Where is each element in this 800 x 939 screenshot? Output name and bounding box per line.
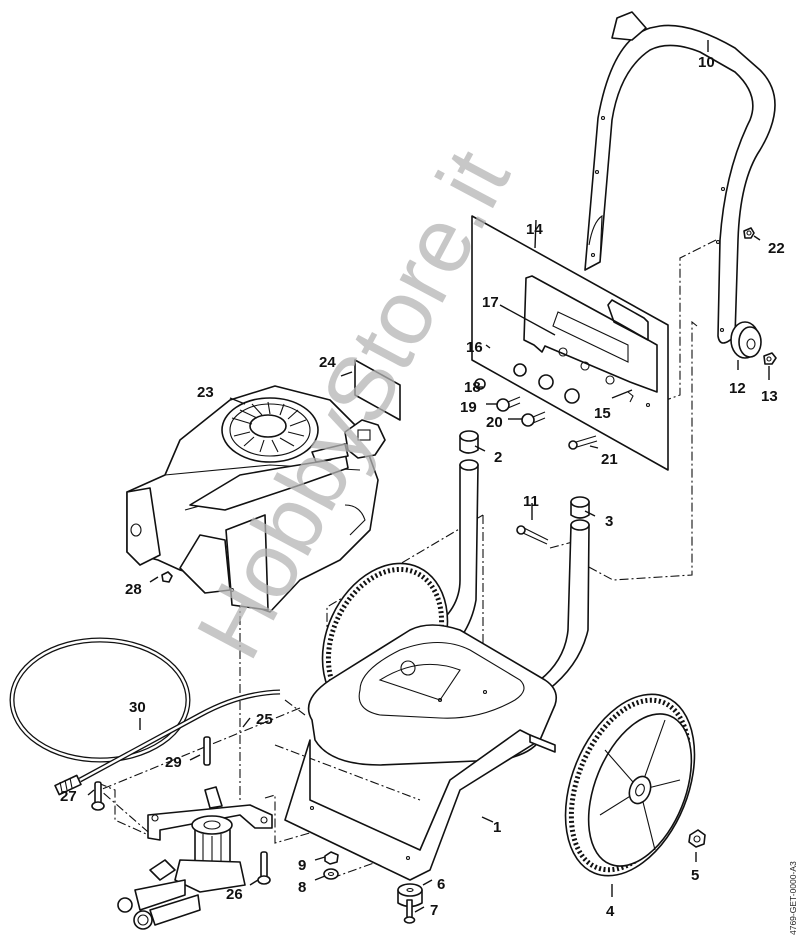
control-panel [471, 215, 669, 471]
handle [584, 11, 776, 344]
callout-18: 18 [464, 379, 481, 396]
end-cap-right [570, 496, 590, 519]
part-19-screw [496, 396, 521, 412]
pump-bolt-26 [257, 851, 271, 885]
pump [117, 786, 273, 930]
callout-10: 10 [698, 54, 715, 71]
part-21-screw [568, 435, 598, 450]
callout-8: 8 [298, 879, 306, 896]
engine [126, 385, 386, 613]
callout-5: 5 [691, 867, 699, 884]
callout-30: 30 [129, 699, 146, 716]
drawing-code: 4769-GET-0000-A3 [788, 861, 798, 935]
handle-knob [730, 321, 762, 359]
panel-fasteners [474, 378, 598, 450]
callout-1: 1 [493, 819, 501, 836]
callout-3: 3 [605, 513, 613, 530]
callout-25: 25 [256, 711, 273, 728]
callout-28: 28 [125, 581, 142, 598]
callout-12: 12 [729, 380, 746, 397]
callout-20: 20 [486, 414, 503, 431]
callout-14: 14 [526, 221, 543, 238]
callout-11: 11 [523, 493, 539, 510]
callout-26: 26 [226, 886, 243, 903]
high-pressure-hose-30 [9, 637, 281, 796]
callout-19: 19 [460, 399, 477, 416]
callout-22: 22 [768, 240, 785, 257]
nut-9 [324, 851, 339, 865]
callout-15: 15 [594, 405, 611, 422]
frame [284, 459, 590, 881]
leader-lines [87, 40, 770, 913]
handle-bolt-11 [516, 525, 549, 545]
engine-nut-28 [161, 571, 173, 583]
foot-screw-7 [403, 899, 416, 924]
callout-7: 7 [430, 902, 438, 919]
key-pin-29 [203, 736, 211, 766]
callout-17: 17 [482, 294, 499, 311]
engine-label [354, 359, 401, 421]
callouts: 1 2 3 4 5 6 7 8 9 10 11 12 13 14 15 16 1… [60, 54, 785, 920]
part-20-screw [521, 411, 546, 427]
end-cap-left [459, 430, 479, 454]
handle-nut [763, 352, 777, 365]
callout-21: 21 [601, 451, 618, 468]
pump-screw-27 [91, 781, 105, 811]
callout-27: 27 [60, 788, 77, 805]
wheel [564, 693, 696, 877]
callout-16: 16 [466, 339, 483, 356]
callout-4: 4 [606, 903, 615, 920]
callout-24: 24 [319, 354, 336, 371]
callout-9: 9 [298, 857, 306, 874]
wheel-nut-5 [688, 829, 706, 848]
callout-2: 2 [494, 449, 502, 466]
washer-8 [323, 868, 339, 880]
callout-6: 6 [437, 876, 445, 893]
callout-13: 13 [761, 388, 778, 405]
hex-nut-22 [743, 227, 755, 239]
callout-29: 29 [165, 754, 182, 771]
callout-23: 23 [197, 384, 214, 401]
